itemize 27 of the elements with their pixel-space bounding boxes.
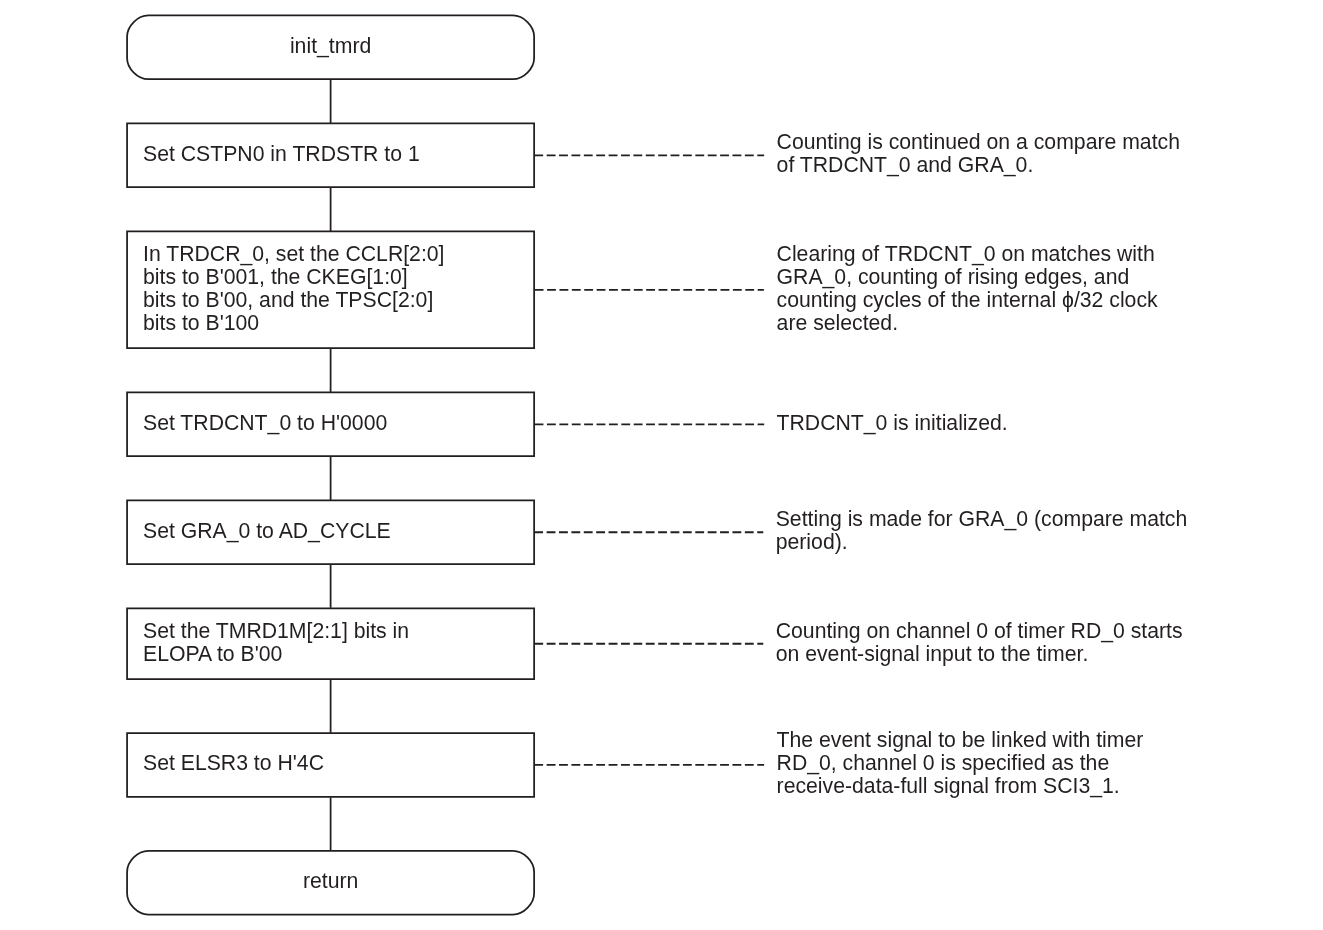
- connector: [533, 288, 765, 291]
- node-box: Set TRDCNT_0 to H'0000: [125, 391, 535, 458]
- connector: [532, 642, 764, 645]
- connector: [329, 347, 331, 393]
- connector: [329, 455, 331, 501]
- connector: [329, 78, 331, 124]
- node-text: The event signal to be linked with timer RD_0, channel 0 is specified as the receive-data-full signal from SCI3_1.: [776, 728, 1143, 798]
- connector: [532, 531, 764, 534]
- connector: [329, 678, 331, 734]
- node-text: Counting on channel 0 of timer RD_0 starts on event-signal input to the timer.: [775, 618, 1183, 665]
- connector: [329, 796, 331, 852]
- node-box: return: [125, 849, 535, 916]
- node-box: Set GRA_0 to AD_CYCLE: [125, 499, 535, 565]
- connector: [533, 423, 765, 426]
- node-box: Set ELSR3 to H'4C: [125, 732, 535, 798]
- node-text: Setting is made for GRA_0 (compare match period).: [775, 507, 1187, 554]
- connector: [329, 186, 331, 232]
- node-box: Set the TMRD1M[2:1] bits in ELOPA to B'00: [125, 607, 535, 681]
- node-box: In TRDCR_0, set the CCLR[2:0] bits to B'001, the CKEG[1:0] bits to B'00, and the TPSC[2:0] bits to B'100: [125, 230, 535, 350]
- node-box: Set CSTPN0 in TRDSTR to 1: [125, 122, 535, 189]
- connector: [329, 563, 331, 609]
- node-box: init_tmrd: [125, 14, 535, 81]
- connector: [532, 764, 765, 766]
- node-text: TRDCNT_0 is initialized.: [776, 410, 1008, 434]
- node-text: Counting is continued on a compare match of TRDCNT_0 and GRA_0.: [776, 130, 1180, 177]
- connector: [532, 154, 765, 157]
- node-text: Clearing of TRDCNT_0 on matches with GRA_0, counting of rising edges, and counting cycles of the internal ϕ/32 clock are selected.: [776, 241, 1158, 334]
